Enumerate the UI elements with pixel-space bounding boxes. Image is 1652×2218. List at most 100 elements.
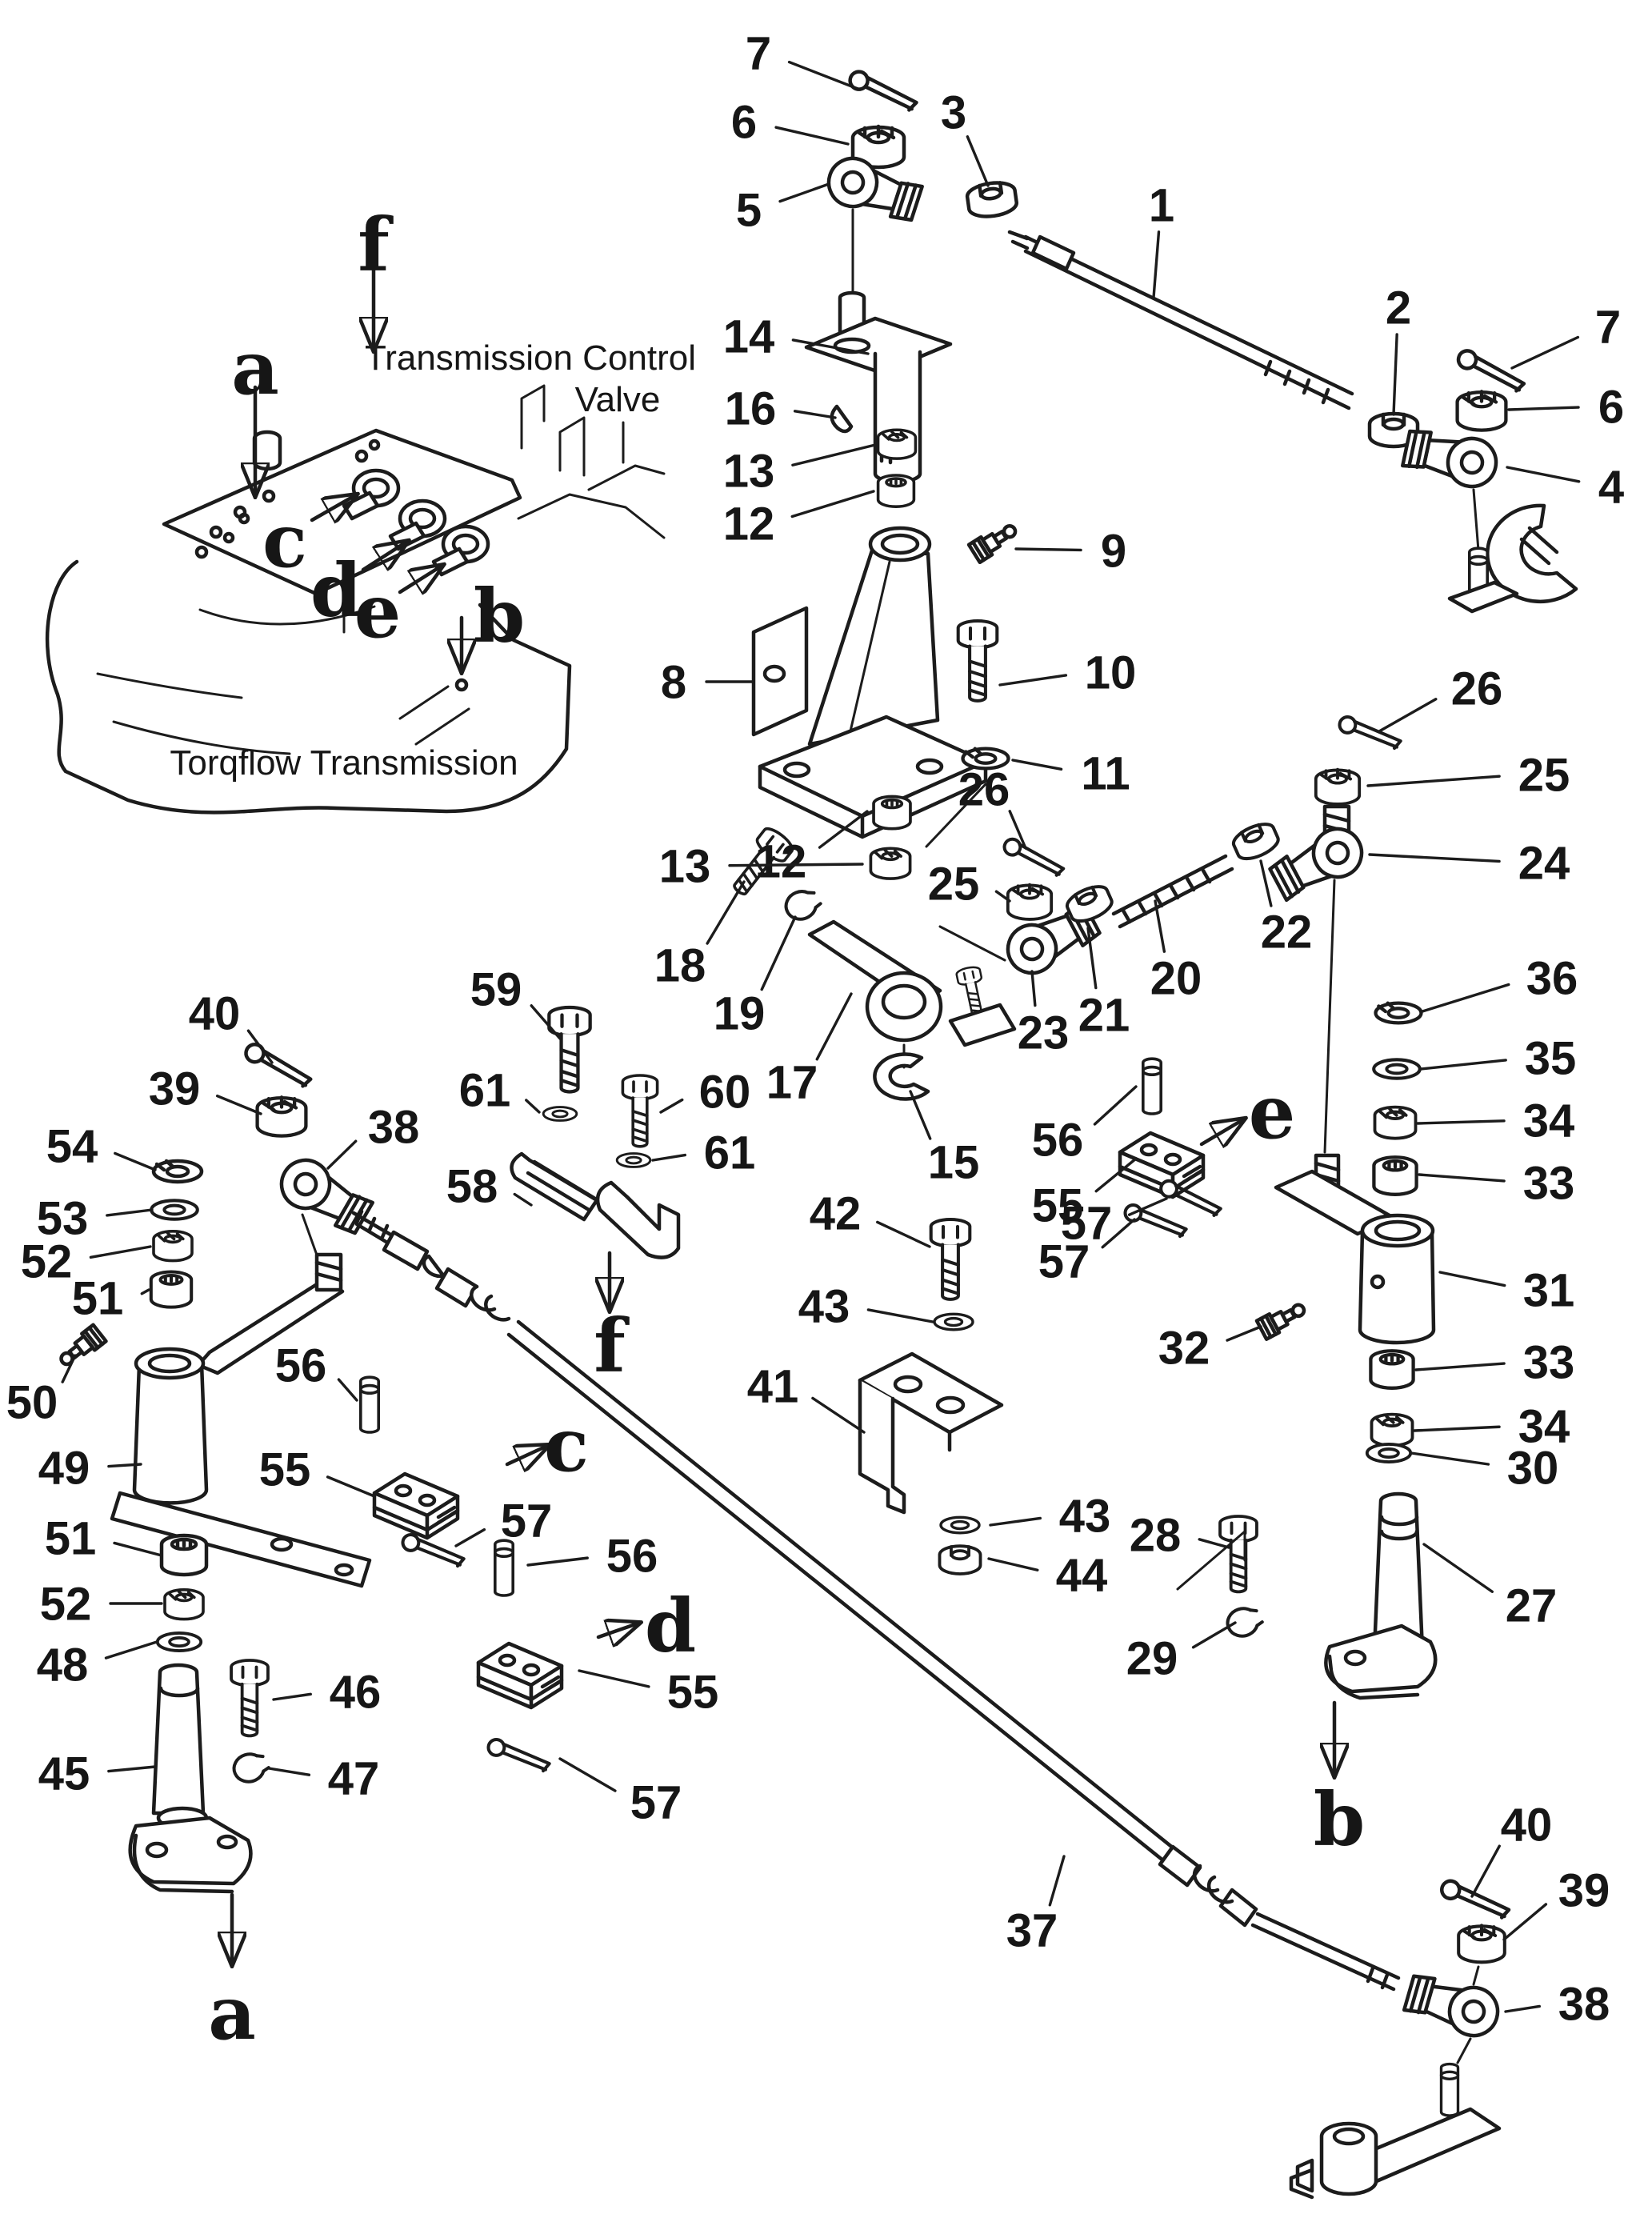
leader-21 (1086, 927, 1098, 990)
part-6b-castle-nut (1458, 391, 1506, 430)
label-12-top: 12 (723, 498, 775, 550)
label-53: 53 (37, 1192, 89, 1244)
label-52-bot: 52 (40, 1578, 92, 1630)
callout-40-left: 40 (189, 987, 274, 1064)
callout-56-c: 56 (275, 1339, 358, 1402)
leader-54 (114, 1151, 157, 1171)
valve-label-line2: Valve (575, 380, 661, 419)
part-59-bolt (549, 1007, 590, 1091)
callout-43-top: 43 (798, 1280, 934, 1332)
part-34b-bearing (1370, 1412, 1414, 1447)
callout-14: 14 (723, 310, 870, 362)
leader-34-bot (1413, 1425, 1501, 1432)
cluster-bracket-41 (858, 1179, 1224, 1575)
part-61b-washer (615, 1152, 652, 1168)
callout-39-left: 39 (149, 1063, 262, 1115)
label-40-left: 40 (189, 987, 241, 1039)
ref-letter-text-f-inset: f (358, 202, 394, 288)
ref-arrow-e-inset (398, 565, 443, 592)
callout-13-mid: 13 (659, 840, 864, 892)
label-26-mid: 26 (958, 763, 1010, 815)
callout-24: 24 (1368, 837, 1570, 889)
leader-48 (104, 1640, 158, 1659)
callout-34-bot: 34 (1413, 1400, 1570, 1452)
leader-44 (987, 1557, 1039, 1571)
callout-32: 32 (1158, 1322, 1262, 1374)
label-57-e: 57 (1038, 1235, 1090, 1287)
callout-31: 31 (1438, 1264, 1574, 1316)
label-10: 10 (1085, 647, 1137, 699)
part-51-bushing (151, 1272, 191, 1307)
leader-5 (778, 182, 830, 203)
part-56e-pin (1142, 1057, 1162, 1115)
label-11: 11 (1081, 747, 1130, 799)
callout-47: 47 (267, 1752, 379, 1804)
callout-59: 59 (470, 963, 562, 1040)
callout-9: 9 (1014, 525, 1126, 577)
callout-7-top: 7 (746, 27, 862, 91)
leader-57-41 (1127, 1197, 1168, 1216)
label-56-c: 56 (275, 1339, 327, 1391)
callout-2: 2 (1386, 282, 1411, 416)
callout-19: 19 (714, 915, 797, 1039)
part-53-washer (151, 1200, 198, 1219)
label-61-b: 61 (704, 1127, 756, 1179)
leader-61-a (525, 1099, 541, 1114)
callout-37: 37 (1006, 1855, 1066, 1956)
label-8: 8 (661, 656, 686, 708)
leader-10 (998, 674, 1068, 687)
callout-51-top: 51 (72, 1272, 150, 1324)
ref-letter-e-main: e (1199, 1069, 1296, 1155)
leader-2 (1392, 333, 1398, 416)
label-57-d: 57 (630, 1776, 682, 1828)
leader-4 (1506, 466, 1581, 483)
callout-16: 16 (725, 382, 837, 434)
label-55-e: 55 (1032, 1179, 1084, 1231)
leader-58 (513, 1192, 533, 1207)
label-34-bot: 34 (1518, 1400, 1570, 1452)
ref-letter-a-main: a (208, 1892, 256, 2056)
label-3: 3 (941, 86, 966, 138)
label-25-mid: 25 (928, 858, 980, 910)
label-14: 14 (723, 310, 775, 362)
label-5: 5 (736, 184, 762, 236)
callout-25-right: 25 (1366, 749, 1570, 801)
valve-pipes (517, 384, 666, 539)
leader-33-top (1418, 1173, 1506, 1183)
case-lines (96, 595, 470, 755)
label-32: 32 (1158, 1322, 1210, 1374)
callout-15: 15 (909, 1090, 979, 1188)
part-26-cotter-pin (1001, 838, 1067, 877)
part-56c-pin (358, 1375, 381, 1434)
ref-letter-text-e-main: e (1249, 1069, 1296, 1155)
case-label: Torqflow Transmission (170, 743, 518, 783)
cluster-clamp-e (1120, 1057, 1203, 1237)
callout-23: 23 (1018, 970, 1070, 1059)
ref-arrow-c-main (505, 1445, 549, 1464)
callout-52-bot: 52 (40, 1578, 163, 1630)
callout-6-top: 6 (731, 96, 850, 148)
leader-16 (793, 410, 837, 419)
part-33b-bushing (1370, 1351, 1413, 1388)
callout-39-bot: 39 (1502, 1864, 1610, 1941)
leader-49 (107, 1463, 142, 1468)
leader-11 (1011, 759, 1063, 771)
leader-37 (1048, 1855, 1066, 1907)
label-12-mid: 12 (755, 835, 807, 887)
leader-61-b (651, 1153, 687, 1162)
ref-arrow-e-main (1199, 1119, 1245, 1144)
part-42-bolt (931, 1219, 970, 1299)
label-23: 23 (1018, 1007, 1070, 1059)
ref-letter-text-a-inset: a (231, 325, 279, 411)
leader-38-left (326, 1139, 358, 1170)
leader-35 (1419, 1059, 1507, 1071)
leader-20 (1154, 899, 1166, 953)
leader-46 (272, 1692, 312, 1701)
leader-26-right (1378, 698, 1438, 733)
callout-22: 22 (1259, 859, 1312, 958)
label-51-top: 51 (72, 1272, 124, 1324)
label-4: 4 (1598, 461, 1624, 513)
part-26c-cotter-pin (1338, 716, 1403, 749)
leader-12-mid (818, 810, 869, 849)
